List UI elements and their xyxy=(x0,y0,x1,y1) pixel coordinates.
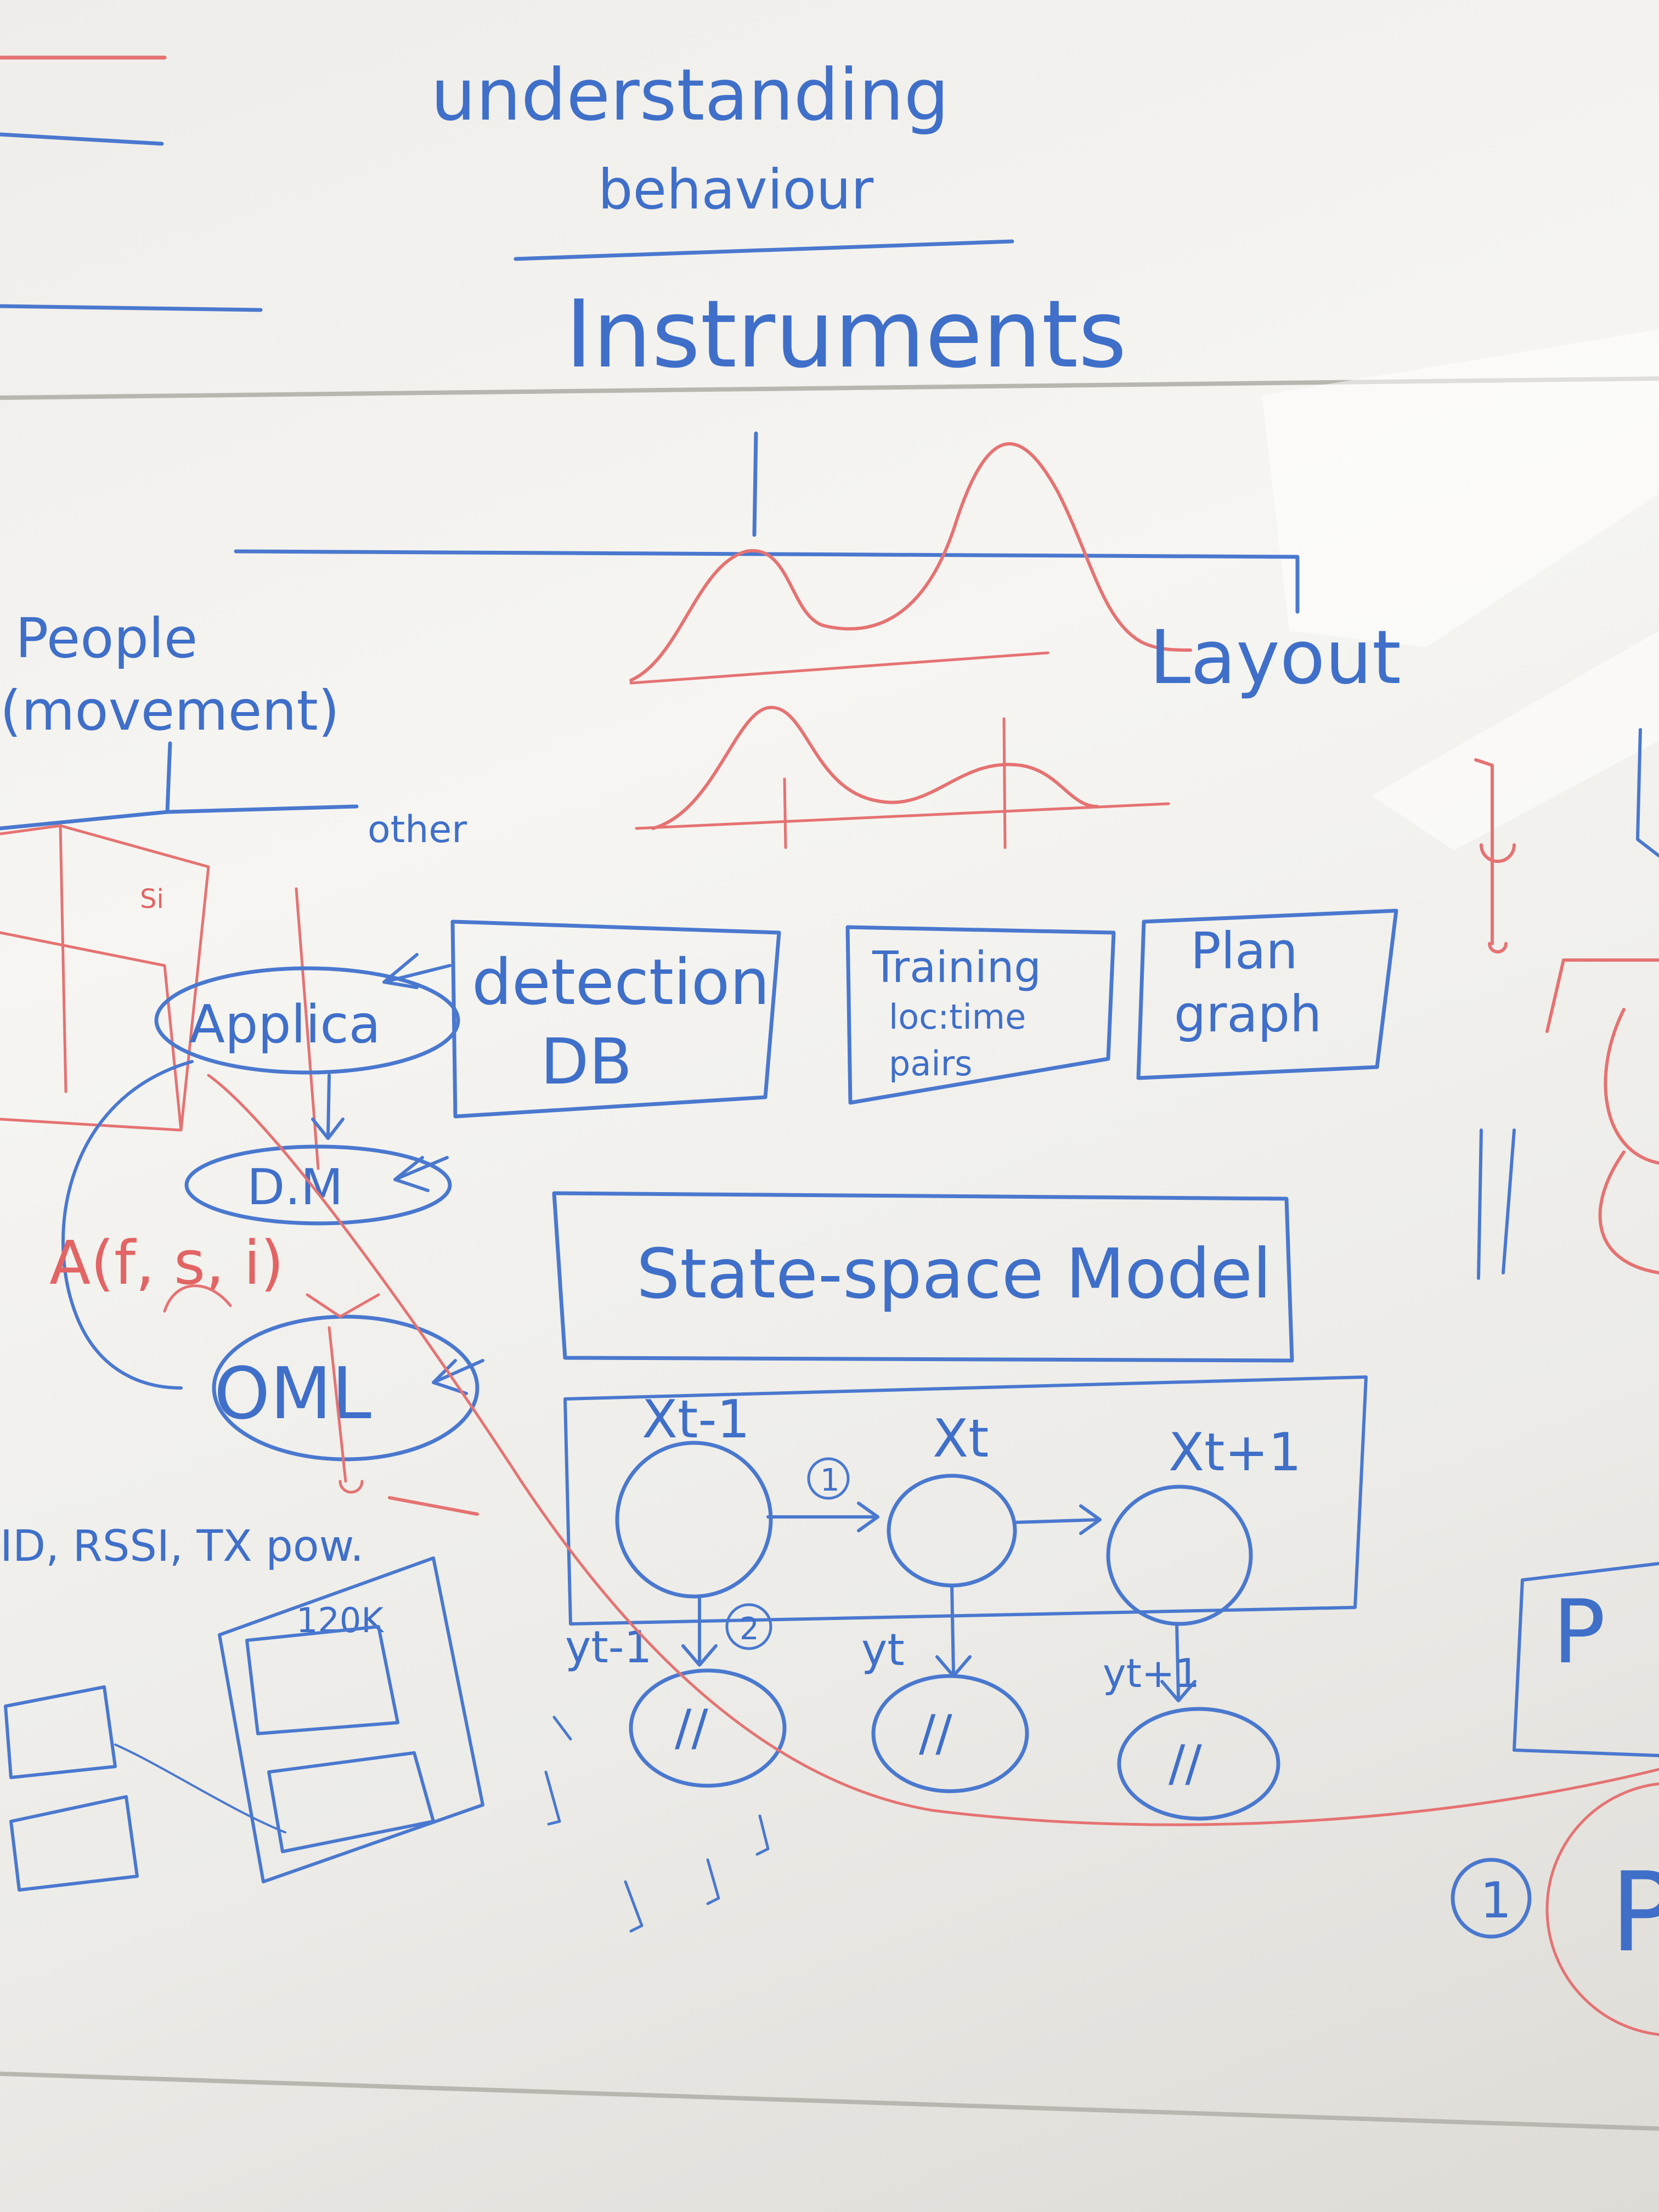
state-label-t-minus-1: Xt-1 xyxy=(642,1390,750,1450)
layout-label: Layout xyxy=(1149,614,1401,701)
small-devices xyxy=(4,1685,139,1892)
emission-arrow-1 xyxy=(681,1595,718,1667)
chart-marker-tick xyxy=(752,431,758,537)
title-instruments: Instruments xyxy=(565,280,1127,389)
obs-mark-1: // xyxy=(675,1699,708,1757)
step-2-label: 2 xyxy=(740,1611,759,1647)
obs-node-t-plus-1 xyxy=(1117,1707,1280,1821)
inner-screen-2 xyxy=(267,1751,435,1853)
state-node-t xyxy=(887,1474,1017,1588)
step-1-label: 1 xyxy=(820,1463,840,1498)
id-rssi-label: ID, RSSI, TX pow. xyxy=(0,1522,364,1571)
state-space-model-label: State-space Model xyxy=(636,1234,1272,1314)
transition-arrow-2 xyxy=(1013,1504,1102,1535)
plan-graph-box xyxy=(1136,909,1398,1080)
distribution-lower-curve xyxy=(651,706,1099,830)
plan-label: Plan xyxy=(1190,922,1298,980)
people-label: People xyxy=(15,606,198,670)
right-red-fragments xyxy=(1474,758,1659,1274)
applica-label: Applica xyxy=(189,995,381,1055)
right-letter-p-1: P xyxy=(1553,1581,1605,1683)
state-node-t-plus-1 xyxy=(1106,1485,1253,1626)
applica-to-dm-arrow xyxy=(311,1074,345,1140)
db-label: DB xyxy=(540,1025,632,1099)
inner-screen-1 xyxy=(245,1625,399,1735)
obs-label-t: yt xyxy=(861,1624,905,1675)
step-1-circle xyxy=(807,1457,850,1500)
state-node-t-minus-1 xyxy=(615,1441,773,1599)
distribution-lower-tick-1 xyxy=(783,777,787,849)
obs-label-t-minus-1: yt-1 xyxy=(565,1622,652,1673)
other-label: other xyxy=(368,808,467,851)
graph-label: graph xyxy=(1174,985,1322,1043)
oml-label: OML xyxy=(214,1352,371,1435)
bottom-left-device-box xyxy=(218,1556,484,1883)
emission-arrow-3 xyxy=(1160,1622,1197,1702)
title-understanding: understanding xyxy=(431,53,949,137)
people-branch xyxy=(0,741,359,831)
dm-incoming-arrow xyxy=(393,1156,449,1192)
red-formula: A(f, s, i) xyxy=(49,1228,284,1298)
obs-label-t-plus-1: yt+1 xyxy=(1103,1650,1200,1696)
oml-node xyxy=(212,1314,479,1462)
legend-blue-stroke xyxy=(0,132,164,146)
right-blue-fragments xyxy=(1477,728,1659,1280)
right-circle-num: 1 xyxy=(1480,1872,1511,1929)
detection-label: detection xyxy=(472,946,770,1019)
red-long-curve xyxy=(207,1074,1659,1826)
pairs-label: pairs xyxy=(889,1043,972,1084)
distribution-upper-baseline xyxy=(629,651,1049,685)
obs-node-t xyxy=(871,1674,1029,1793)
light-glare xyxy=(1262,329,1659,647)
state-label-t-plus-1: Xt+1 xyxy=(1169,1423,1301,1483)
step-2-circle xyxy=(725,1603,772,1650)
device-connector xyxy=(114,1743,286,1833)
transition-arrow-1 xyxy=(766,1502,879,1532)
detection-db-box xyxy=(450,919,781,1119)
state-space-model-box xyxy=(552,1191,1294,1363)
oml-incoming-arrow xyxy=(432,1359,484,1395)
red-scribbles xyxy=(163,1284,380,1494)
chart-bracket xyxy=(234,549,1300,614)
title-underline xyxy=(514,239,1014,261)
applica-incoming-arrow xyxy=(382,953,452,989)
dm-node xyxy=(184,1144,452,1226)
red-si-label: Si xyxy=(140,884,164,915)
obs-mark-3: // xyxy=(1169,1735,1202,1792)
distribution-lower-tick-2 xyxy=(1002,717,1007,849)
right-circle-1 xyxy=(1451,1858,1532,1939)
title-behaviour: behaviour xyxy=(598,157,874,222)
state-label-t: Xt xyxy=(933,1409,989,1469)
right-red-circle xyxy=(1545,1782,1659,2036)
applica-node xyxy=(154,966,460,1075)
movement-label: (movement) xyxy=(0,679,340,743)
light-glare-2 xyxy=(1372,631,1659,850)
right-box-fragment xyxy=(1513,1562,1659,1757)
emission-arrow-2 xyxy=(935,1584,972,1678)
board-bottom-edge xyxy=(0,2072,1659,2131)
training-box xyxy=(845,925,1116,1105)
training-label: Training xyxy=(872,943,1041,992)
distribution-lower-baseline xyxy=(635,802,1170,830)
legend-blue-stroke-2 xyxy=(0,304,263,312)
obs-node-t-minus-1 xyxy=(629,1668,787,1788)
right-letter-p-2: P xyxy=(1610,1849,1659,1977)
observation-scribbles xyxy=(544,1716,770,1933)
loc-time-label: loc:time xyxy=(889,997,1026,1037)
red-dash xyxy=(388,1496,479,1516)
distribution-upper-curve xyxy=(629,442,1192,682)
applica-to-oml-curve xyxy=(61,1060,194,1390)
obs-mark-2: // xyxy=(919,1705,952,1762)
red-room-sketch xyxy=(0,824,320,1170)
